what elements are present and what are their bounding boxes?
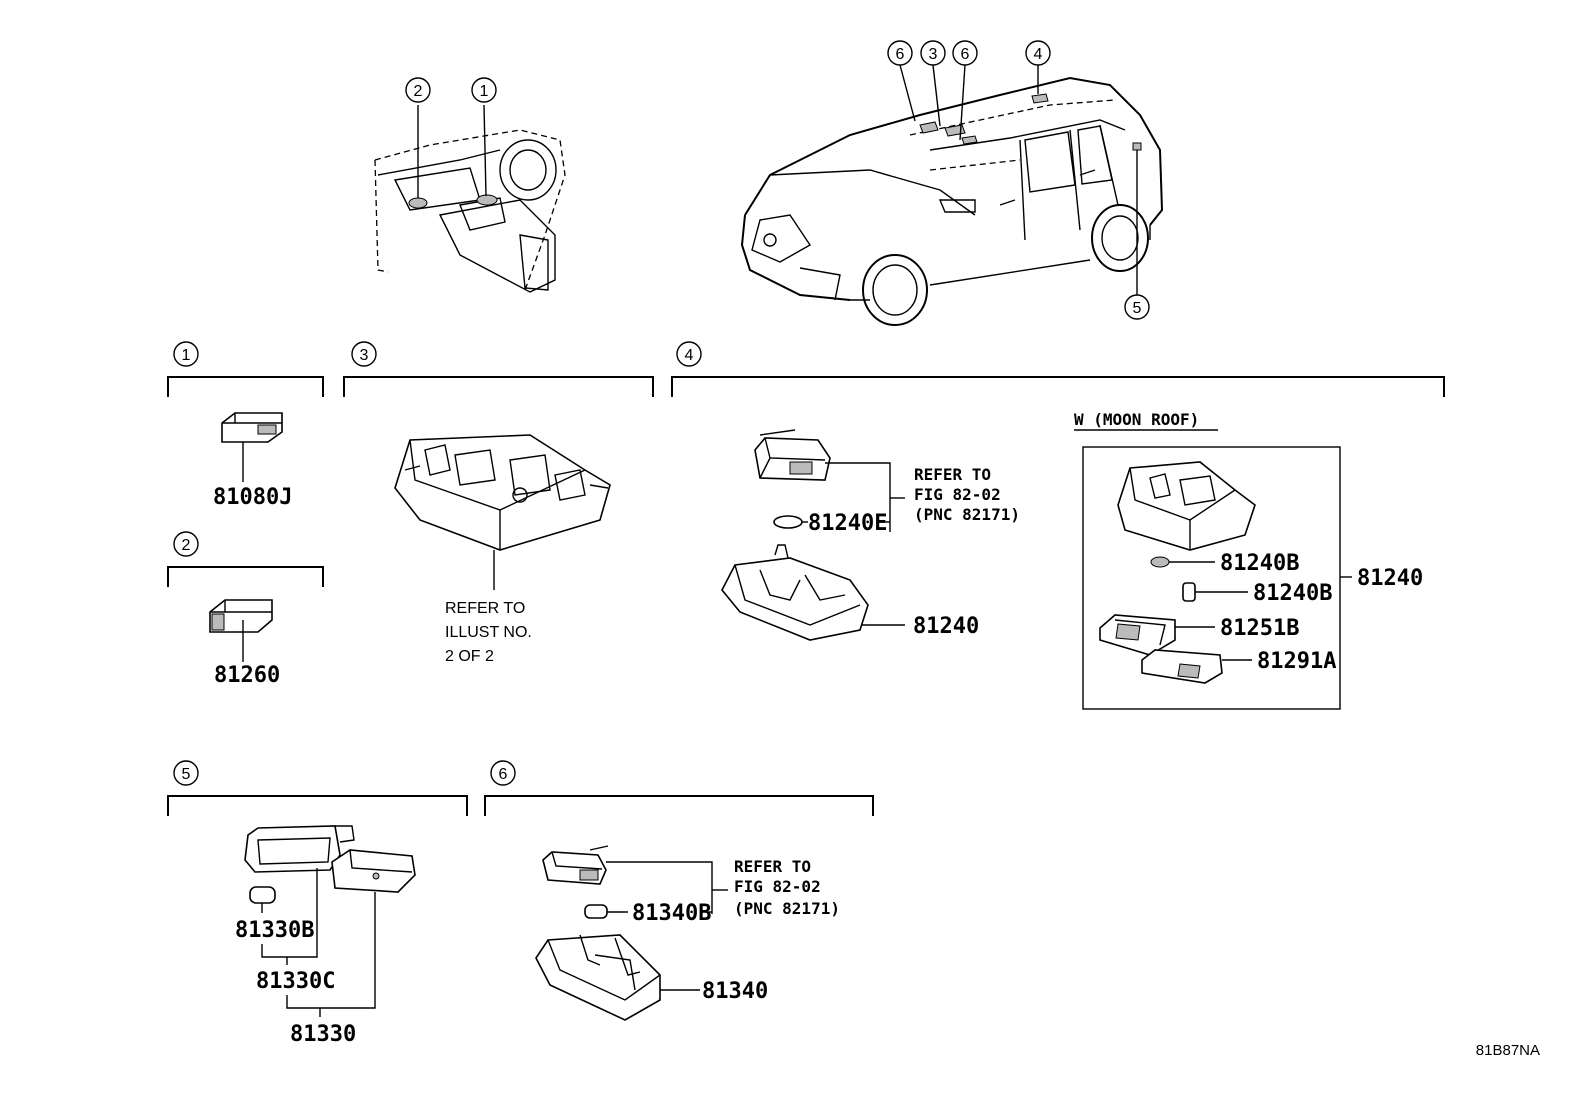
svg-text:6: 6: [499, 766, 508, 783]
svg-text:5: 5: [182, 766, 191, 783]
callout-5: 5: [1124, 294, 1150, 320]
callout-6b: 6: [952, 40, 978, 66]
part-81240E: 81240E: [808, 511, 887, 536]
part-81291A: 81291A: [1257, 649, 1336, 674]
svg-text:2: 2: [182, 537, 191, 554]
vehicle-illustration: [740, 64, 1164, 326]
part-81340B: 81340B: [632, 901, 711, 926]
part-81260: 81260: [214, 663, 280, 688]
moon-roof-label: W (MOON ROOF): [1074, 410, 1199, 429]
part-81240: 81240: [913, 614, 979, 639]
svg-text:(PNC 82171): (PNC 82171): [734, 899, 840, 918]
part-81240B-a: 81240B: [1220, 551, 1299, 576]
section-1: 1 81080J: [167, 341, 324, 510]
svg-text:FIG 82-02: FIG 82-02: [914, 485, 1001, 504]
part-81240-assembly: 81240: [1357, 566, 1423, 591]
svg-text:FIG 82-02: FIG 82-02: [734, 877, 821, 896]
section-4: 4 81240E REFER TO FIG 82-02 (PNC 82171) …: [671, 341, 1445, 710]
svg-text:6: 6: [961, 46, 970, 63]
part-81330B: 81330B: [235, 918, 314, 943]
part-81251B: 81251B: [1220, 616, 1299, 641]
svg-text:2: 2: [414, 83, 423, 100]
svg-text:3: 3: [929, 46, 938, 63]
svg-text:6: 6: [896, 46, 905, 63]
section-3: 3 REFER TO ILLUST NO. 2 OF 2: [343, 341, 654, 665]
callout-1: 1: [471, 77, 497, 103]
part-81080J: 81080J: [213, 485, 292, 510]
callout-3: 3: [920, 40, 946, 66]
part-81330C: 81330C: [256, 969, 335, 994]
svg-text:5: 5: [1133, 300, 1142, 317]
part-81240B-b: 81240B: [1253, 581, 1332, 606]
callout-4: 4: [1025, 40, 1051, 66]
part-81330: 81330: [290, 1022, 356, 1047]
figure-code: 81B87NA: [1476, 1042, 1540, 1059]
svg-text:REFER TO: REFER TO: [445, 600, 525, 617]
svg-text:(PNC 82171): (PNC 82171): [914, 505, 1020, 524]
section-2: 2 81260: [167, 531, 324, 688]
section-5: 5 81330B 81330C 81330: [167, 760, 468, 1047]
svg-text:4: 4: [1034, 46, 1043, 63]
svg-text:2 OF 2: 2 OF 2: [445, 648, 494, 665]
callout-2: 2: [405, 77, 431, 103]
dashboard-illustration: [374, 104, 566, 293]
svg-text:3: 3: [360, 347, 369, 364]
section-6: 6 REFER TO FIG 82-02 (PNC 82171) 81340B …: [484, 760, 874, 1021]
svg-text:ILLUST NO.: ILLUST NO.: [445, 624, 532, 641]
part-81340: 81340: [702, 979, 768, 1004]
svg-text:1: 1: [480, 83, 489, 100]
svg-text:4: 4: [685, 347, 694, 364]
svg-text:1: 1: [182, 347, 191, 364]
callout-6a: 6: [887, 40, 913, 66]
svg-text:REFER TO: REFER TO: [914, 465, 991, 484]
svg-text:REFER TO: REFER TO: [734, 857, 811, 876]
